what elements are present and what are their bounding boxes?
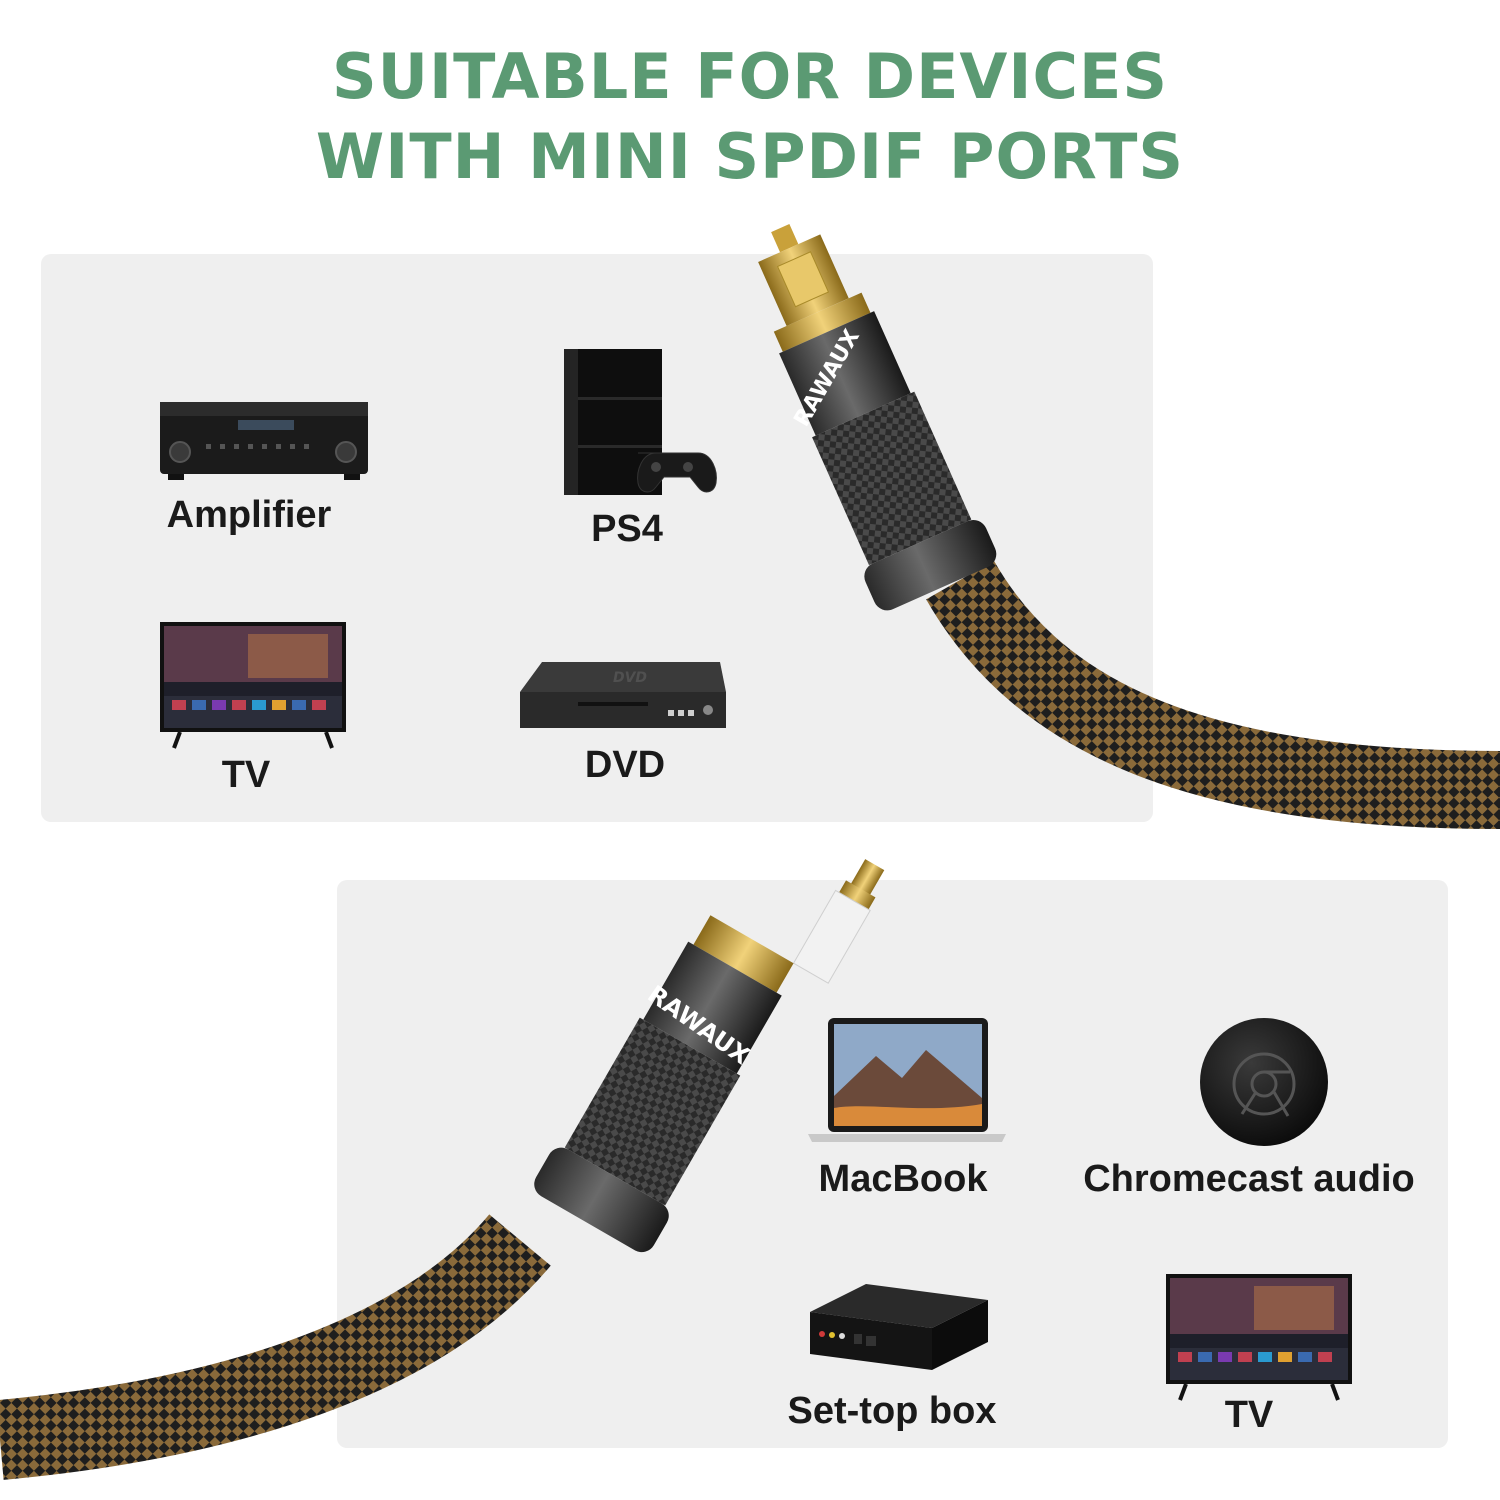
chromecast-audio-icon (1200, 1018, 1328, 1146)
device-label-macbook: MacBook (818, 1158, 988, 1200)
device-label-tv-top: TV (221, 754, 271, 796)
device-label-chromecast-audio: Chromecast audio (1083, 1158, 1415, 1200)
device-label-tv-bottom: TV (1224, 1394, 1274, 1436)
svg-text:DVD: DVD (613, 670, 647, 686)
toslink-connector-icon (758, 224, 997, 611)
device-label-amplifier: Amplifier (166, 494, 332, 536)
set-top-box-icon (810, 1284, 988, 1370)
tv-icon (1166, 1274, 1352, 1401)
ps4-console-icon (564, 349, 717, 495)
macbook-icon (808, 1018, 1006, 1142)
headline-line-1: SUITABLE FOR DEVICES (332, 40, 1168, 113)
tv-icon (160, 622, 346, 749)
device-label-dvd: DVD (584, 744, 666, 786)
device-label-set-top-box: Set-top box (787, 1390, 997, 1432)
amplifier-icon (160, 402, 368, 480)
mini-toslink-connector-icon (534, 859, 885, 1253)
dvd-player-icon: DVD (520, 662, 726, 728)
headline-line-2: WITH MINI SPDIF PORTS (315, 120, 1185, 193)
device-label-ps4: PS4 (591, 508, 663, 550)
